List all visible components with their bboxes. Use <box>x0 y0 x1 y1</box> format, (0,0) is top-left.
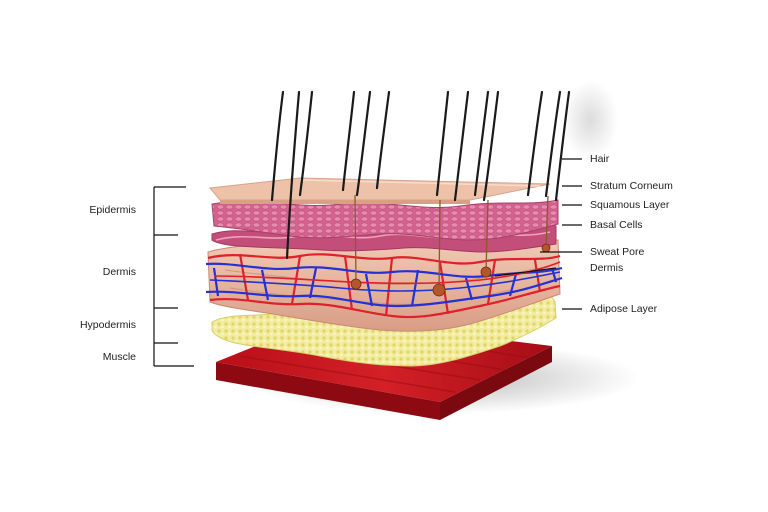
blood-vessels <box>205 253 563 319</box>
label-dermis-left: Dermis <box>102 266 136 278</box>
label-dermis-right: Dermis <box>590 262 624 274</box>
label-basal-cells: Basal Cells <box>590 219 643 231</box>
hair-follicles <box>354 194 549 291</box>
left-bracket <box>153 186 194 367</box>
hair-shafts <box>270 90 571 260</box>
right-leaders <box>494 158 582 310</box>
label-hypodermis: Hypodermis <box>79 319 136 331</box>
label-epidermis: Epidermis <box>89 204 136 216</box>
label-sweat-pore: Sweat Pore <box>590 246 645 258</box>
label-squamous-layer: Squamous Layer <box>590 199 670 211</box>
back-glow <box>562 80 618 160</box>
label-hair: Hair <box>590 153 610 165</box>
label-muscle: Muscle <box>102 351 136 363</box>
label-stratum-corneum: Stratum Corneum <box>590 180 673 192</box>
label-adipose-layer: Adipose Layer <box>590 303 658 315</box>
stratum-corneum-layer <box>209 177 551 204</box>
